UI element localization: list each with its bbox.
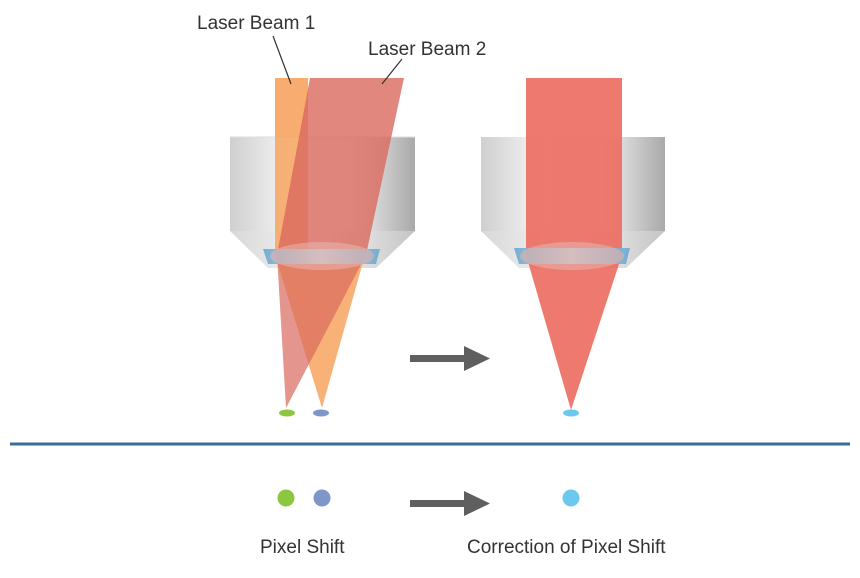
laser-beam-2-left [277, 78, 404, 408]
right-arrow-icon-bottom [410, 491, 490, 516]
lens-left [263, 242, 380, 270]
lens-right [514, 242, 630, 270]
caption-correction-pixel-shift: Correction of Pixel Shift [467, 537, 666, 558]
label-laser-beam-1: Laser Beam 1 [197, 13, 316, 34]
circle-dot-icon-green [277, 489, 295, 507]
circle-dot-icon-cyan [562, 489, 580, 507]
spot-cyan-right [563, 409, 579, 417]
pointer-line-beam-2 [381, 58, 403, 85]
circle-dot-icon-blue [313, 489, 331, 507]
spot-green-left [279, 409, 295, 417]
pointer-line-beam-1 [272, 35, 292, 85]
label-laser-beam-2: Laser Beam 2 [368, 39, 487, 60]
laser-beam-combined-right [526, 78, 622, 410]
right-arrow-icon [410, 346, 490, 371]
caption-pixel-shift: Pixel Shift [260, 537, 345, 558]
spot-blue-left [313, 409, 329, 417]
